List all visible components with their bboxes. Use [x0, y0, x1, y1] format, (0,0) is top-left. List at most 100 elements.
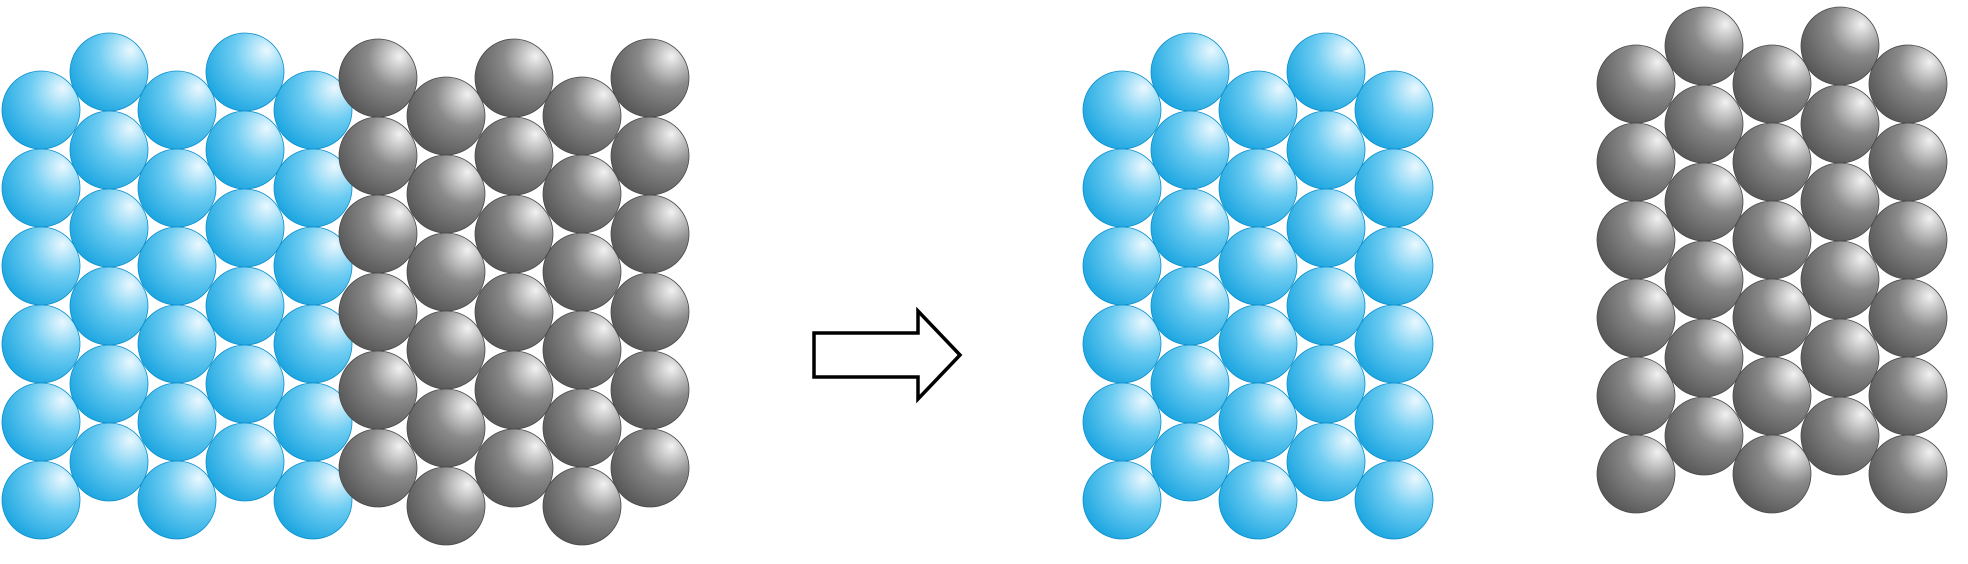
- blue-sphere: [69, 422, 149, 502]
- blue-sphere: [1082, 304, 1162, 384]
- blue-sphere: [1286, 266, 1366, 346]
- blue-sphere: [1218, 148, 1298, 228]
- gray-sphere: [542, 388, 622, 468]
- gray-sphere: [474, 350, 554, 430]
- blue-sphere: [1082, 382, 1162, 462]
- gray-sphere: [1800, 240, 1880, 320]
- blue-sphere: [137, 226, 217, 306]
- gray-sphere: [338, 38, 418, 118]
- blue-sphere: [1354, 226, 1434, 306]
- gray-sphere: [1800, 396, 1880, 476]
- blue-sphere: [1218, 382, 1298, 462]
- blue-sphere: [1354, 460, 1434, 540]
- gray-sphere: [1868, 278, 1948, 358]
- blue-sphere: [1218, 460, 1298, 540]
- blue-sphere: [1150, 188, 1230, 268]
- blue-sphere: [1286, 32, 1366, 112]
- gray-sphere: [1800, 318, 1880, 398]
- blue-sphere: [1082, 70, 1162, 150]
- blue-sphere: [205, 110, 285, 190]
- gray-sphere: [1800, 6, 1880, 86]
- blue-sphere: [137, 70, 217, 150]
- blue-sphere: [69, 32, 149, 112]
- gray-sphere: [1732, 356, 1812, 436]
- gray-sphere: [474, 194, 554, 274]
- blue-sphere: [1, 382, 81, 462]
- gray-sphere: [610, 38, 690, 118]
- blue-sphere: [1354, 70, 1434, 150]
- gray-sphere: [610, 116, 690, 196]
- gray-sphere: [338, 350, 418, 430]
- blue-sphere: [1, 148, 81, 228]
- gray-sphere: [474, 116, 554, 196]
- blue-sphere: [1286, 422, 1366, 502]
- gray-sphere: [610, 272, 690, 352]
- gray-sphere: [1800, 84, 1880, 164]
- gray-sphere: [1732, 122, 1812, 202]
- blue-sphere: [1150, 110, 1230, 190]
- blue-sphere: [1, 304, 81, 384]
- blue-sphere: [1082, 148, 1162, 228]
- blue-sphere: [205, 188, 285, 268]
- gray-sphere: [542, 154, 622, 234]
- gray-sphere: [474, 38, 554, 118]
- blue-sphere: [205, 344, 285, 424]
- gray-sphere: [338, 428, 418, 508]
- blue-sphere: [1354, 148, 1434, 228]
- gray-sphere: [338, 272, 418, 352]
- gray-sphere: [1664, 84, 1744, 164]
- blue-sphere: [1082, 226, 1162, 306]
- gray-sphere: [1868, 44, 1948, 124]
- gray-sphere: [1732, 278, 1812, 358]
- blue-sphere: [1, 70, 81, 150]
- blue-sphere: [1, 226, 81, 306]
- separated-gray-lattice: [1596, 6, 1948, 514]
- blue-sphere: [137, 460, 217, 540]
- blue-sphere: [1218, 304, 1298, 384]
- gray-sphere: [1732, 434, 1812, 514]
- blue-sphere: [1150, 422, 1230, 502]
- gray-sphere: [1868, 356, 1948, 436]
- blue-sphere: [69, 266, 149, 346]
- gray-sphere: [1664, 318, 1744, 398]
- gray-sphere: [406, 154, 486, 234]
- blue-sphere: [1082, 460, 1162, 540]
- gray-sphere: [1800, 162, 1880, 242]
- gray-sphere: [406, 232, 486, 312]
- blue-sphere: [1354, 304, 1434, 384]
- blue-sphere: [1150, 32, 1230, 112]
- gray-sphere: [406, 466, 486, 546]
- gray-sphere: [1664, 6, 1744, 86]
- blue-sphere: [205, 32, 285, 112]
- blue-sphere: [205, 266, 285, 346]
- blue-sphere: [1286, 188, 1366, 268]
- gray-sphere: [406, 388, 486, 468]
- gray-sphere: [338, 194, 418, 274]
- blue-sphere: [1218, 226, 1298, 306]
- gray-sphere: [1664, 240, 1744, 320]
- gray-sphere: [542, 232, 622, 312]
- gray-sphere: [1596, 356, 1676, 436]
- gray-sphere: [610, 350, 690, 430]
- blue-sphere: [273, 460, 353, 540]
- right-arrow-icon: [812, 306, 963, 404]
- gray-sphere: [406, 76, 486, 156]
- combined-lattice-gray-part: [338, 38, 690, 546]
- blue-sphere: [1, 460, 81, 540]
- gray-sphere: [610, 428, 690, 508]
- gray-sphere: [1664, 162, 1744, 242]
- blue-sphere: [1354, 382, 1434, 462]
- gray-sphere: [1732, 44, 1812, 124]
- blue-sphere: [137, 382, 217, 462]
- blue-sphere: [1150, 344, 1230, 424]
- gray-sphere: [1868, 122, 1948, 202]
- gray-sphere: [542, 466, 622, 546]
- gray-sphere: [1596, 200, 1676, 280]
- gray-sphere: [474, 272, 554, 352]
- blue-sphere: [69, 344, 149, 424]
- gray-sphere: [542, 76, 622, 156]
- gray-sphere: [542, 310, 622, 390]
- gray-sphere: [1596, 122, 1676, 202]
- blue-sphere: [137, 148, 217, 228]
- blue-sphere: [69, 188, 149, 268]
